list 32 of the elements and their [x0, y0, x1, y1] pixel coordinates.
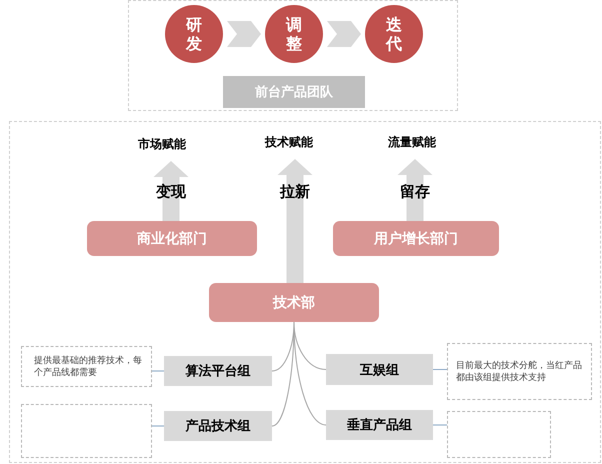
edge-label: 留存	[400, 184, 430, 200]
block-arrow	[154, 161, 188, 221]
goal-label: 市场赋能	[138, 137, 186, 151]
note-box: 目前最大的技术分舵，当红产品都由该组提供技术支持	[447, 343, 592, 400]
step-circle: 迭代	[365, 5, 423, 63]
chevron-arrow	[327, 21, 361, 47]
department-box: 技术部	[209, 283, 379, 322]
department-box: 用户增长部门	[333, 221, 499, 256]
group-box: 产品技术组	[164, 411, 272, 441]
edge-label: 拉新	[280, 184, 310, 200]
group-box: 算法平台组	[164, 356, 272, 386]
chevron-arrow	[227, 21, 261, 47]
goal-label: 流量赋能	[388, 135, 436, 149]
note-box	[21, 404, 152, 458]
connector-line	[152, 370, 164, 372]
edge-label: 变现	[156, 184, 186, 200]
dashed-frame	[9, 121, 601, 463]
connector-line	[432, 424, 448, 426]
note-box	[447, 411, 551, 458]
department-box: 商业化部门	[87, 221, 257, 256]
group-box: 垂直产品组	[326, 410, 433, 440]
block-arrow	[278, 159, 312, 283]
group-box: 互娱组	[326, 354, 433, 385]
step-circle: 调整	[265, 5, 323, 63]
step-circle: 研发	[165, 5, 223, 63]
goal-label: 技术赋能	[265, 135, 313, 149]
connector-line	[432, 369, 448, 370]
block-arrow	[398, 159, 432, 221]
connector-line	[294, 322, 326, 426]
dashed-frame	[128, 0, 458, 111]
label-bar: 前台产品团队	[223, 76, 365, 108]
note-box: 提供最基础的推荐技术，每个产品线都需要	[21, 346, 152, 387]
